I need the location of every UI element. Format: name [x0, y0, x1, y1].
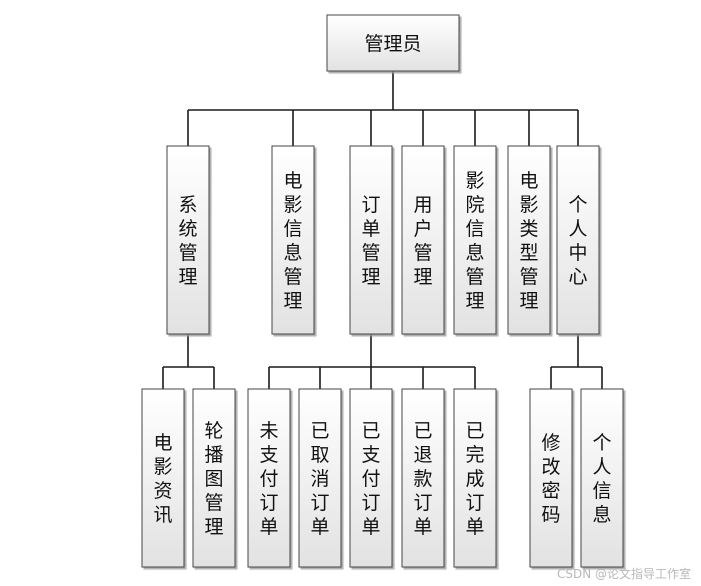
submodule-node-order-2-frame [298, 388, 342, 568]
module-node-personal-frame [556, 145, 600, 335]
submodule-node-order-4: 已退款订单 [401, 388, 445, 568]
module-node-personal: 个人中心 [556, 145, 600, 335]
submodule-node-order-2-label: 已取消订单 [310, 420, 329, 538]
submodule-node-order-3-label: 已支付订单 [361, 420, 380, 538]
module-node-cinema-label: 影院信息管理 [465, 170, 484, 312]
submodule-node-order-3-frame [349, 388, 393, 568]
module-node-system-label: 系统管理 [178, 194, 197, 288]
module-node-user-label: 用户管理 [413, 194, 432, 288]
submodule-node-system-1-frame [141, 388, 185, 568]
module-node-movie-info: 电影信息管理 [271, 145, 315, 335]
submodule-node-system-1: 电影资讯 [141, 388, 185, 568]
submodule-node-order-1-label: 未支付订单 [259, 420, 278, 538]
submodule-node-personal-1-frame [529, 388, 573, 568]
submodule-node-system-2-frame [192, 388, 236, 568]
module-node-movie-type-frame [507, 145, 551, 335]
connector-lines [162, 71, 603, 389]
submodule-node-personal-1: 修改密码 [529, 388, 573, 568]
module-node-system: 系统管理 [166, 145, 210, 335]
module-node-cinema: 影院信息管理 [453, 145, 497, 335]
root-node-admin: 管理员 [326, 14, 460, 72]
submodule-node-order-1: 未支付订单 [247, 388, 291, 568]
submodule-node-personal-2-label: 个人信息 [592, 432, 611, 526]
module-node-movie-type-label: 电影类型管理 [519, 170, 538, 312]
root-node-admin-frame [326, 14, 460, 72]
module-node-order-frame [349, 145, 393, 335]
module-node-cinema-frame [453, 145, 497, 335]
submodule-node-order-5-frame [453, 388, 497, 568]
module-node-movie-type: 电影类型管理 [507, 145, 551, 335]
module-node-user: 用户管理 [401, 145, 445, 335]
submodule-node-order-3: 已支付订单 [349, 388, 393, 568]
module-node-personal-label: 个人中心 [568, 194, 587, 288]
root-node-admin-label: 管理员 [364, 33, 421, 55]
submodule-node-order-2: 已取消订单 [298, 388, 342, 568]
submodule-node-personal-1-label: 修改密码 [541, 432, 560, 526]
submodule-node-system-2: 轮播图管理 [192, 388, 236, 568]
submodule-node-personal-2: 个人信息 [580, 388, 624, 568]
submodule-node-order-4-frame [401, 388, 445, 568]
submodule-node-order-5: 已完成订单 [453, 388, 497, 568]
submodule-node-system-2-label: 轮播图管理 [204, 420, 223, 538]
submodule-node-personal-2-frame [580, 388, 624, 568]
module-node-user-frame [401, 145, 445, 335]
submodule-node-order-4-label: 已退款订单 [413, 420, 432, 538]
module-node-system-frame [166, 145, 210, 335]
submodule-node-order-5-label: 已完成订单 [465, 420, 484, 538]
submodule-node-order-1-frame [247, 388, 291, 568]
watermark: CSDN @论文指导工作室 [556, 567, 691, 581]
module-node-order: 订单管理 [349, 145, 393, 335]
submodule-node-system-1-label: 电影资讯 [153, 432, 172, 526]
module-node-movie-info-label: 电影信息管理 [283, 170, 302, 312]
module-node-order-label: 订单管理 [361, 194, 380, 288]
module-node-movie-info-frame [271, 145, 315, 335]
